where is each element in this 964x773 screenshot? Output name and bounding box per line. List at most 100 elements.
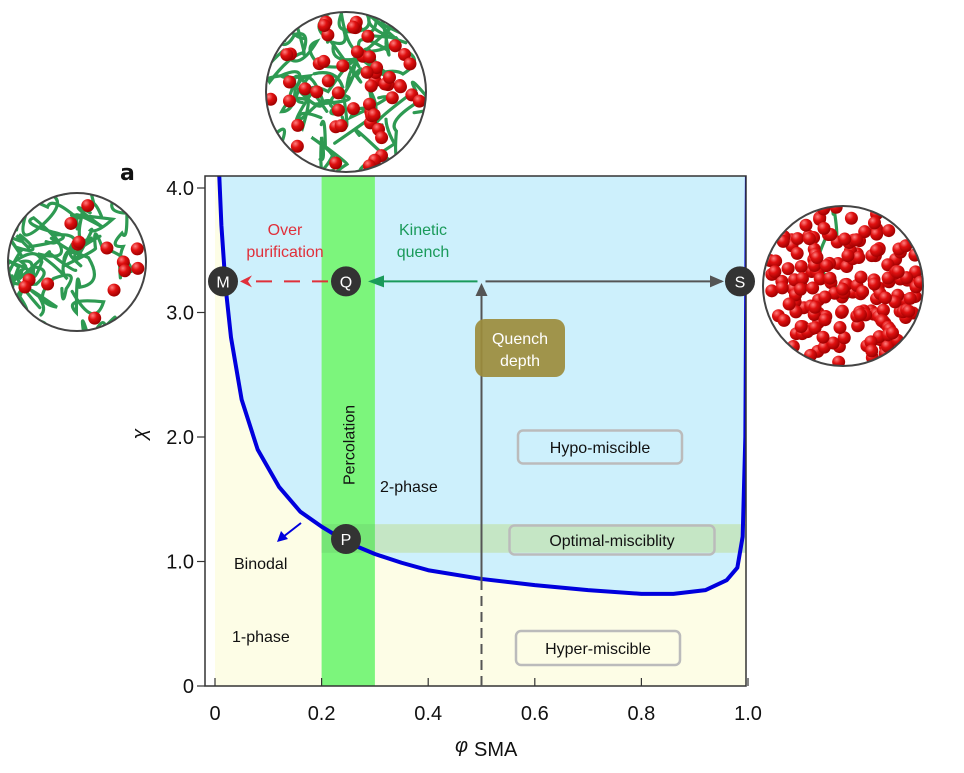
particle: [385, 91, 399, 105]
kinetic-quench-label-1: Kinetic: [399, 222, 447, 239]
x-axis-label: φ: [455, 735, 468, 757]
particle: [317, 54, 331, 68]
particle: [903, 291, 917, 305]
particle: [765, 284, 779, 298]
particle: [816, 330, 830, 344]
polymer-chain: [289, 135, 337, 172]
particle: [282, 94, 296, 108]
particle: [280, 48, 294, 62]
particle: [107, 283, 121, 297]
particle: [64, 216, 78, 230]
particle: [336, 59, 350, 73]
region-optimal-band: [374, 524, 746, 553]
hypo-miscible-label: Hypo-miscible: [550, 440, 651, 457]
panel-label: a: [120, 161, 135, 186]
polymer-chain: [21, 193, 104, 231]
particle: [836, 282, 850, 296]
particle: [375, 131, 389, 145]
node-s: [725, 266, 755, 297]
polymer-chain: [29, 273, 73, 317]
particle: [118, 264, 132, 278]
particle: [88, 311, 102, 325]
inset-circle-s: [762, 205, 924, 367]
particle: [818, 313, 832, 327]
particle: [867, 277, 881, 291]
particle: [826, 336, 840, 350]
particle: [769, 254, 783, 268]
particle: [782, 297, 796, 311]
polymer-chain: [68, 250, 106, 317]
x-axis-label-subscript: SMA: [474, 739, 518, 761]
particle: [881, 258, 895, 272]
particle: [290, 139, 304, 153]
inset-circle-q: [265, 11, 427, 173]
particle: [383, 70, 397, 84]
node-m-label: M: [216, 274, 229, 291]
particle: [878, 291, 892, 305]
polymer-chain: [266, 12, 308, 54]
hypo-miscible-box: [516, 429, 684, 465]
particle: [820, 259, 834, 273]
particle: [364, 79, 378, 93]
particle: [838, 232, 852, 246]
y-tick-label: 1.0: [166, 552, 194, 574]
polymer-chain: [319, 117, 397, 172]
particle: [393, 80, 407, 94]
node-q: [331, 266, 361, 297]
particle: [806, 281, 820, 295]
y-tick-label: 2.0: [166, 427, 194, 449]
quench-depth-box: [475, 319, 565, 377]
arrowhead-s: [710, 275, 724, 288]
particle: [808, 321, 822, 335]
polymer-chain: [888, 206, 923, 229]
particle: [795, 271, 809, 285]
particle: [363, 50, 377, 64]
particle: [331, 86, 345, 100]
particle: [858, 225, 872, 239]
particle: [131, 261, 145, 275]
node-s-label: S: [735, 274, 746, 291]
particle: [849, 233, 863, 247]
x-tick-label: 0: [209, 703, 220, 725]
node-p: [331, 524, 361, 554]
particle: [388, 39, 402, 53]
x-tick-label: 0.6: [521, 703, 549, 725]
particle: [835, 304, 849, 318]
inset-border: [762, 205, 924, 367]
polymer-chain: [284, 12, 340, 17]
x-tick-label: 0.4: [414, 703, 442, 725]
particle: [130, 242, 144, 256]
y-tick-label: 4.0: [166, 178, 194, 200]
particle: [329, 156, 343, 170]
particle: [791, 232, 805, 246]
quench-arrowhead: [475, 283, 488, 296]
particle: [367, 108, 381, 122]
label-2-phase: 2-phase: [380, 479, 438, 496]
particle: [913, 275, 923, 289]
particle: [799, 218, 813, 232]
particle: [891, 265, 905, 279]
particle: [902, 304, 916, 318]
particle: [334, 119, 348, 133]
particle: [331, 103, 345, 117]
particle: [291, 118, 305, 132]
particle: [361, 29, 375, 43]
particle: [808, 300, 822, 314]
region-percolation: [321, 176, 375, 686]
y-tick-label: 3.0: [166, 303, 194, 325]
particle: [317, 19, 331, 33]
binodal-label: Binodal: [234, 556, 287, 573]
polymer-chain: [373, 80, 426, 136]
optimal-miscibility-label: Optimal-misciblity: [549, 533, 674, 550]
x-tick-label: 1.0: [734, 703, 762, 725]
particle: [403, 57, 417, 71]
plot-frame: [204, 175, 747, 687]
particle: [363, 97, 377, 111]
particle: [41, 277, 55, 291]
particle: [870, 227, 884, 241]
percolation-label: Percolation: [341, 405, 358, 485]
particle: [100, 241, 114, 255]
particle: [777, 313, 791, 327]
particle: [844, 211, 858, 225]
particle: [768, 265, 782, 279]
